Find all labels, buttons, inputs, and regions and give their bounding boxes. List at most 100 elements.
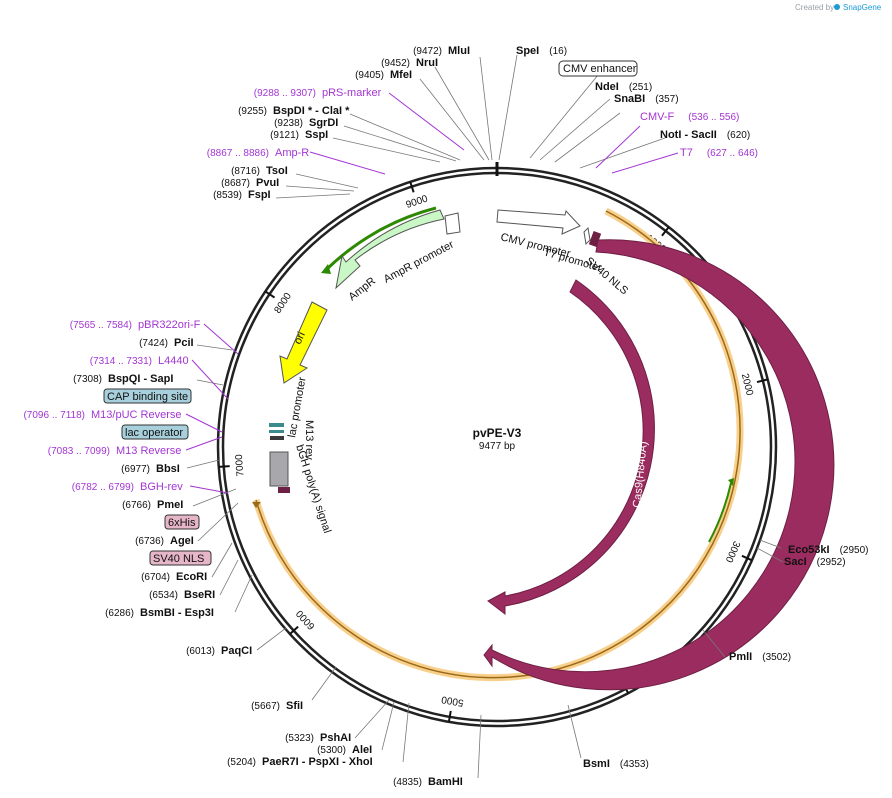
boxed-feature-sv40-nls: SV40 NLS xyxy=(149,550,212,566)
enzyme-position: (7424) xyxy=(139,338,168,349)
enzyme-name: PshAI xyxy=(320,732,351,744)
tick-mark xyxy=(218,465,230,468)
lac-promoter-block xyxy=(270,436,284,440)
enzyme-position: (2952) xyxy=(817,557,846,568)
boxed-feature-cap-binding-site: CAP binding site xyxy=(103,388,192,404)
primer-name: M13/pUC Reverse xyxy=(91,409,181,421)
enzyme-name: PciI xyxy=(174,337,194,349)
enzyme-position: (4835) xyxy=(393,777,422,788)
enzyme-position: (3502) xyxy=(762,652,791,663)
enzyme-position: (6013) xyxy=(186,646,215,657)
primer-name: CMV-F xyxy=(640,111,675,123)
feature-label-ampr-promoter: AmpR promoter xyxy=(382,238,456,285)
primer-labels: (9288 .. 9307)pRS-marker(8867 .. 8886)Am… xyxy=(23,87,758,493)
enzyme-position: (6286) xyxy=(105,608,134,619)
tick-label: 2000 xyxy=(739,372,755,397)
primer-position: (6782 .. 6799) xyxy=(72,482,134,493)
primer-position: (7096 .. 7118) xyxy=(23,410,85,421)
svg-text:6xHis: 6xHis xyxy=(168,517,196,529)
primer-position: (8867 .. 8886) xyxy=(207,148,269,159)
enzyme-position: (6736) xyxy=(135,536,164,547)
enzyme-position: (9255) xyxy=(238,106,267,117)
boxed-feature-cmv-enhancer: CMV enhancer xyxy=(558,60,638,77)
enzyme-name: Eco53kI xyxy=(788,544,830,556)
tick-mark xyxy=(409,181,415,193)
enzyme-position: (357) xyxy=(655,94,678,105)
enzyme-labels-left: (9472)MluI(9452)NruI(9405)MfeI(9255)BspD… xyxy=(73,45,470,788)
enzyme-position: (4353) xyxy=(620,759,649,770)
green-arrowhead-right xyxy=(728,478,734,486)
enzyme-position: (620) xyxy=(727,130,750,141)
enzyme-position: (2950) xyxy=(840,545,869,556)
enzyme-name: PvuI xyxy=(256,177,279,189)
tick-label: 9000 xyxy=(405,193,430,211)
primer-name: pBR322ori-F xyxy=(138,319,201,331)
lac-operator-block xyxy=(269,430,284,433)
enzyme-position: (5204) xyxy=(227,757,256,768)
enzyme-position: (8687) xyxy=(221,178,250,189)
enzyme-position: (6534) xyxy=(149,590,178,601)
tick-mark xyxy=(447,710,452,722)
enzyme-name: PaqCI xyxy=(221,645,252,657)
enzyme-name: TsoI xyxy=(266,165,288,177)
feature-label-m13-rev: M13 rev xyxy=(303,420,315,460)
orf-arc-arrowhead xyxy=(252,502,261,508)
enzyme-position: (8539) xyxy=(213,190,242,201)
primer-position: (7083 .. 7099) xyxy=(48,446,110,457)
enzyme-position: (9121) xyxy=(270,130,299,141)
enzyme-name: SfiI xyxy=(286,700,303,712)
credit-prefix: Created by xyxy=(795,3,834,12)
enzyme-name: MluI xyxy=(448,45,470,57)
enzyme-name: SnaBI xyxy=(614,93,645,105)
primer-leader-lines xyxy=(185,92,679,494)
primer-position: (7314 .. 7331) xyxy=(90,356,152,367)
enzyme-name: NruI xyxy=(416,57,438,69)
ampr-primer-arrow xyxy=(324,206,437,272)
sv40-nls-block xyxy=(588,231,602,247)
boxed-feature-lac-operator: lac operator xyxy=(121,424,189,440)
cap-site-block xyxy=(269,423,284,427)
cas9-feature xyxy=(483,239,835,691)
primer-name: pRS-marker xyxy=(322,87,382,99)
tick-label: 5000 xyxy=(440,693,464,708)
his-tag-block xyxy=(278,487,290,493)
plasmid-name: pvPE-V3 xyxy=(473,426,522,440)
enzyme-labels-right: SpeI(16)NdeI(251)SnaBI(357)NotI - SacII(… xyxy=(516,45,869,770)
tick-label: 7000 xyxy=(234,453,247,476)
leader-lines xyxy=(186,54,784,779)
tick-mark xyxy=(661,226,670,237)
enzyme-position: (9238) xyxy=(274,118,303,129)
enzyme-position: (5323) xyxy=(285,733,314,744)
enzyme-name: MfeI xyxy=(390,69,412,81)
enzyme-name: BsmI xyxy=(583,758,610,770)
enzyme-name: EcoRI xyxy=(176,571,207,583)
ori-arrow xyxy=(279,301,328,384)
enzyme-position: (5300) xyxy=(317,745,346,756)
tick-mark xyxy=(741,554,753,562)
enzyme-position: (9452) xyxy=(381,58,410,69)
enzyme-name: FspI xyxy=(248,189,271,201)
feature-label-ampr: AmpR xyxy=(346,275,378,303)
tick-label: 8000 xyxy=(272,291,294,316)
svg-text:CMV enhancer: CMV enhancer xyxy=(563,63,637,75)
enzyme-name: PmlI xyxy=(729,651,752,663)
enzyme-name: SacI xyxy=(784,556,807,568)
ampr-arrow xyxy=(335,209,445,290)
svg-text:lac operator: lac operator xyxy=(125,427,183,439)
snapgene-credit: Created by SnapGene xyxy=(795,3,882,12)
svg-text:SV40 NLS: SV40 NLS xyxy=(153,553,204,565)
enzyme-name: BamHI xyxy=(428,776,463,788)
enzyme-position: (5667) xyxy=(251,701,280,712)
cmv-promoter-arrow xyxy=(496,209,581,235)
enzyme-name: NdeI xyxy=(595,81,619,93)
enzyme-name: BbsI xyxy=(156,463,180,475)
ampr-promoter-arrow xyxy=(444,212,461,235)
orf-arc xyxy=(255,210,741,679)
enzyme-name: BspQI - SapI xyxy=(108,373,173,385)
primer-name: BGH-rev xyxy=(140,481,183,493)
boxed-feature-6xhis: 6xHis xyxy=(164,514,200,530)
tick-mark xyxy=(289,625,299,635)
enzyme-position: (6977) xyxy=(121,464,150,475)
enzyme-name: BsmBI - Esp3I xyxy=(140,607,214,619)
